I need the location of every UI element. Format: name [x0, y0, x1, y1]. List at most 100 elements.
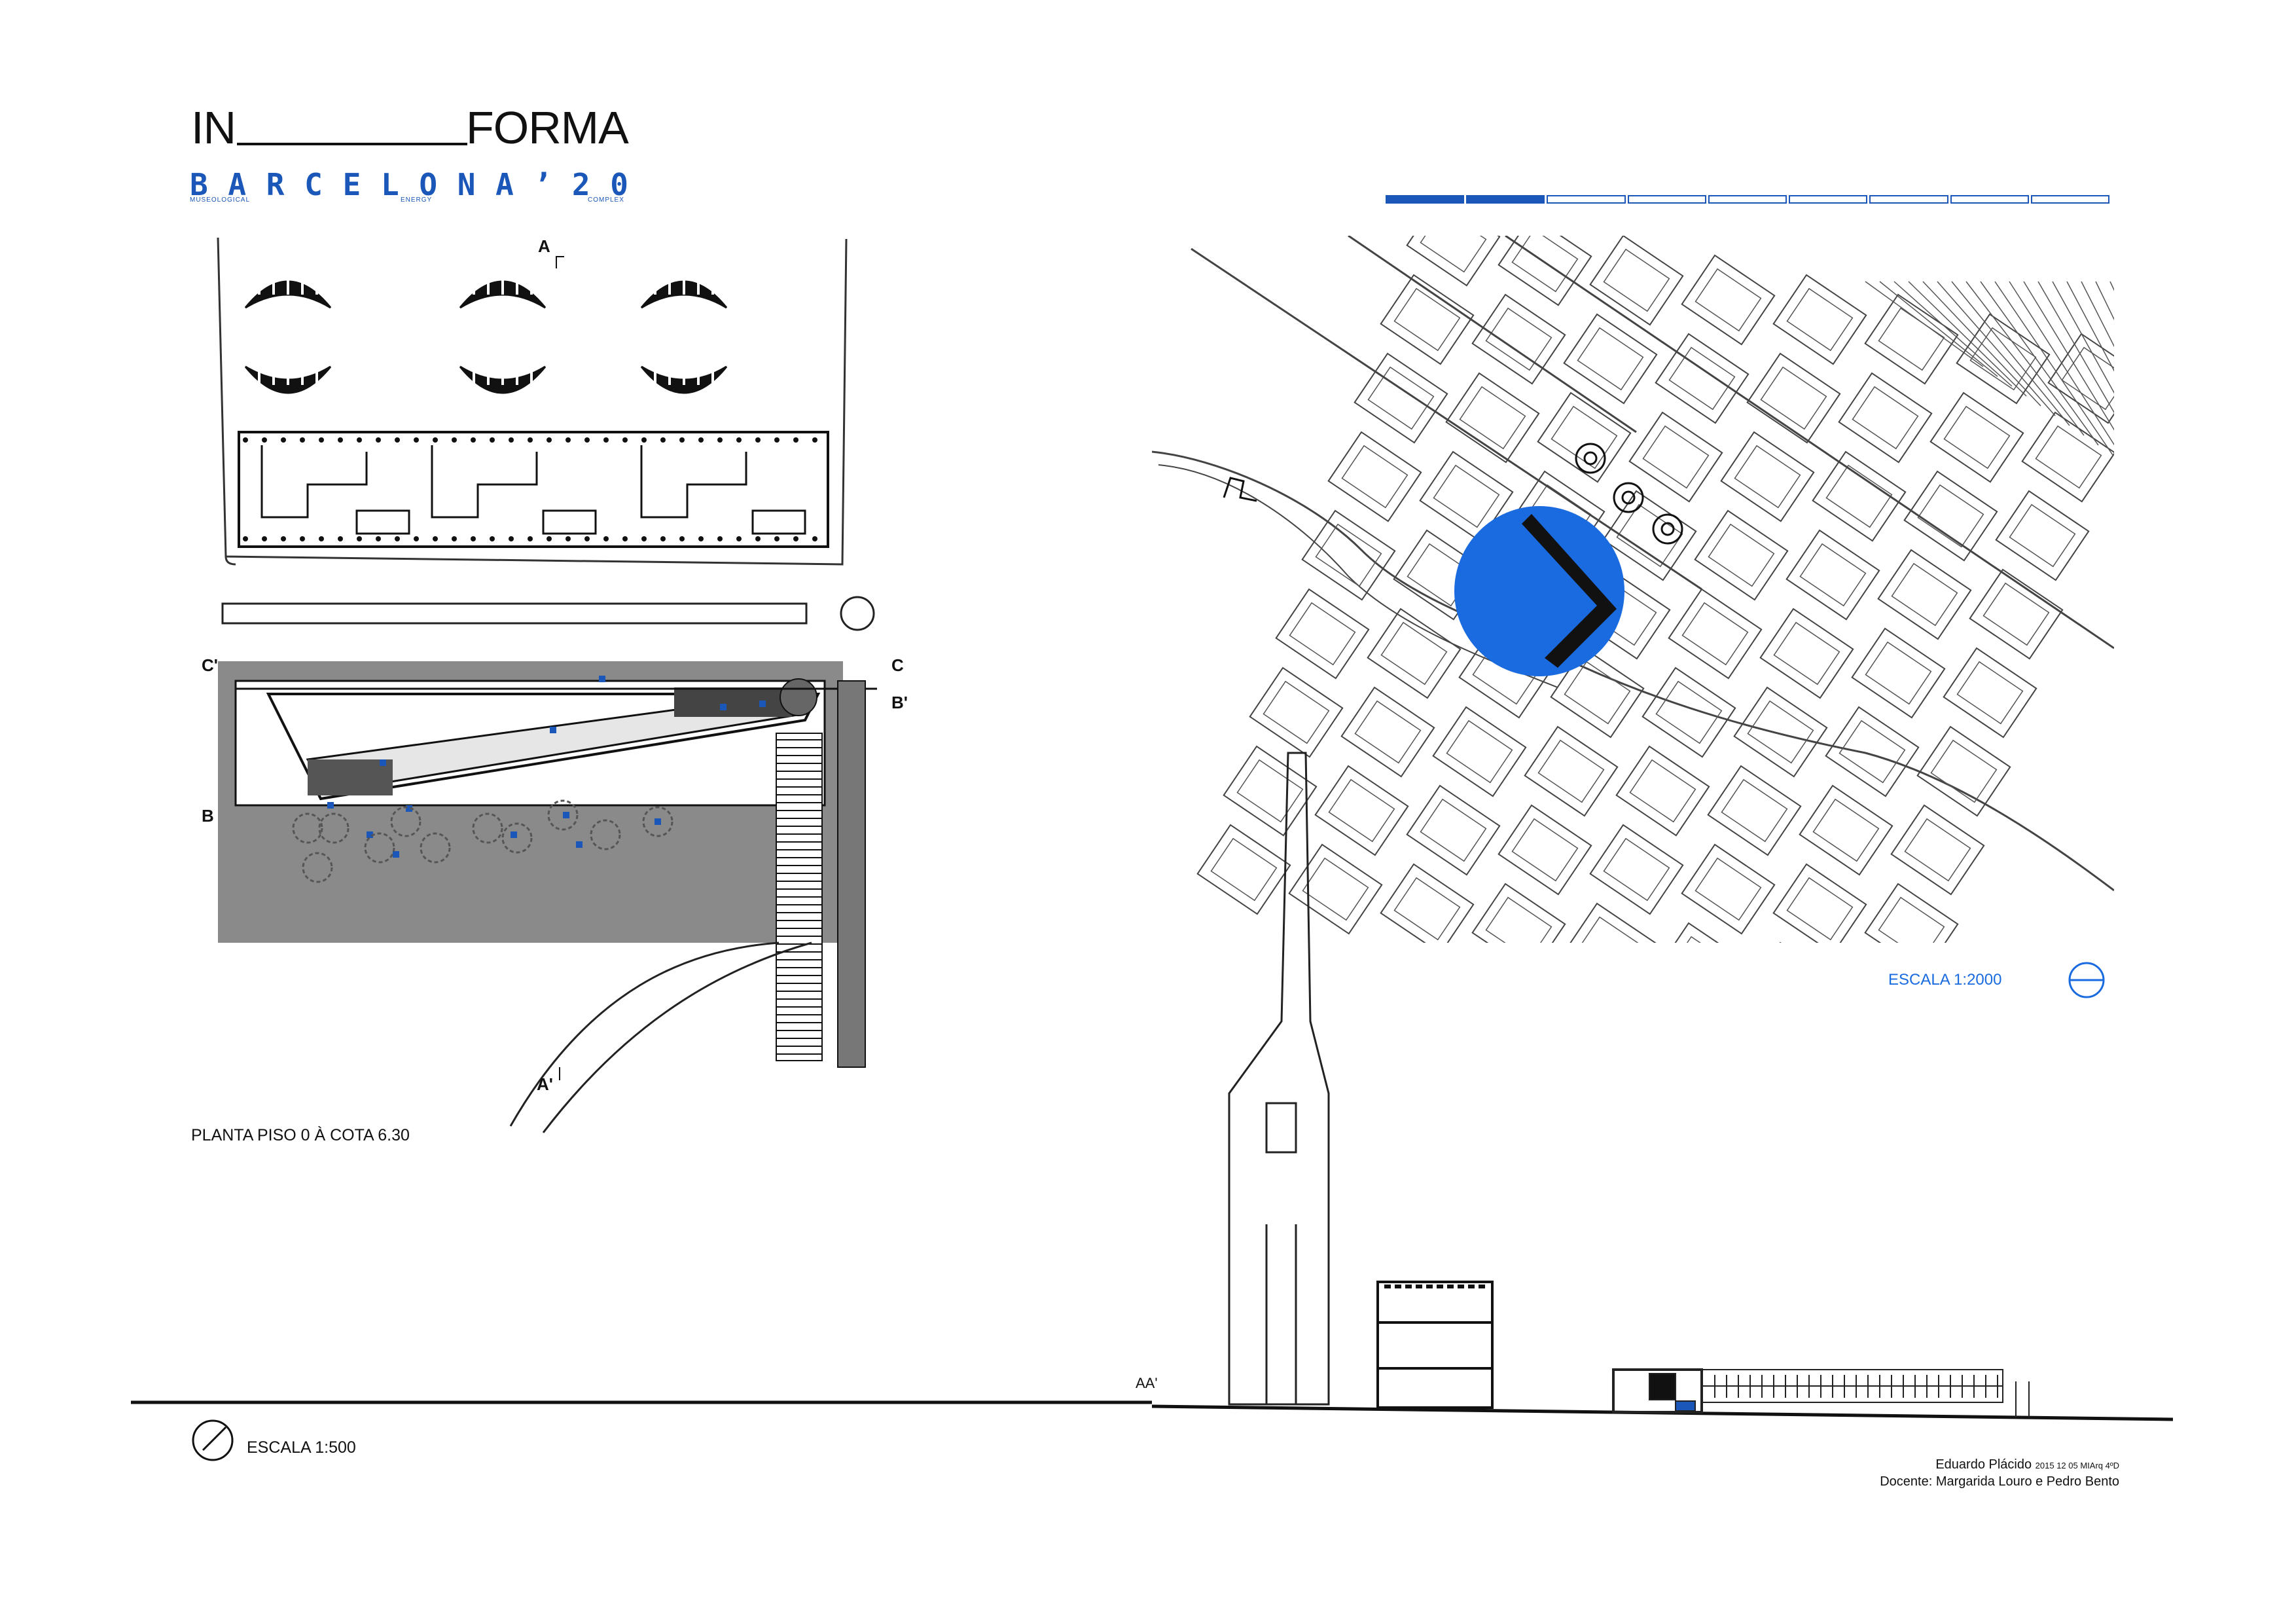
plan-colonnade — [238, 431, 829, 548]
pavilion-lens — [244, 279, 332, 309]
city-block — [1707, 765, 1802, 856]
site-building-footprint — [1522, 514, 1617, 668]
city-block — [1851, 627, 1946, 719]
roundabout — [1613, 482, 1644, 513]
city-block — [1668, 588, 1763, 680]
subtitle-letter: A — [495, 167, 514, 202]
subtitle-letter: O — [419, 167, 438, 202]
city-block — [1327, 431, 1422, 522]
tag-museological: MUSEOLOGICAL — [190, 196, 251, 204]
section-mark-b: B — [202, 806, 214, 826]
progress-segment — [1466, 195, 1545, 204]
title-left-word: IN — [191, 102, 236, 153]
plan-upper-site — [217, 237, 848, 566]
section-tower-building — [1376, 1281, 1494, 1409]
section-label: AA' — [1136, 1375, 1158, 1391]
city-block — [1628, 411, 1723, 503]
section-mark-c-prime: C' — [202, 655, 218, 675]
city-block — [1641, 666, 1736, 758]
city-block — [1354, 352, 1448, 444]
plan-walkway — [221, 602, 808, 625]
city-block — [1589, 236, 1684, 326]
city-block — [1785, 529, 1880, 621]
pavilion-lens — [459, 365, 547, 394]
subtitle-letter: N — [457, 167, 476, 202]
progress-segment — [1708, 195, 1787, 204]
city-block — [1772, 863, 1867, 943]
city-block — [1367, 608, 1462, 699]
pavilion-lens — [640, 365, 728, 394]
tag-complex: COMPLEX — [588, 196, 624, 204]
city-block — [1995, 490, 2090, 581]
plan-section-marks: A A' B B' C C' — [202, 236, 908, 1094]
city-block — [1340, 686, 1435, 778]
plan-ground-floor — [218, 661, 877, 1068]
city-block — [1498, 236, 1592, 306]
city-block — [1812, 450, 1907, 542]
progress-segment — [1547, 195, 1626, 204]
author-name: Eduardo Plácido — [1935, 1457, 2032, 1472]
city-block — [1471, 883, 1566, 943]
section-mark-a-prime: A' — [537, 1074, 553, 1094]
progress-segment — [1869, 195, 1948, 204]
subtitle-letter: R — [266, 167, 285, 202]
credit-tutors: Docente: Margarida Louro e Pedro Bento — [1880, 1474, 2119, 1489]
title-right-word: FORMA — [466, 102, 629, 153]
city-block — [1249, 666, 1344, 758]
city-block — [1563, 902, 1658, 943]
city-block — [1288, 843, 1383, 935]
city-block — [1380, 274, 1475, 365]
section-mark-b-prime: B' — [891, 693, 908, 712]
progress-segment — [1386, 195, 1465, 204]
city-block — [1471, 293, 1566, 385]
city-block — [1196, 824, 1291, 915]
city-block — [1759, 608, 1854, 699]
city-block — [1681, 843, 1776, 935]
roundabout — [1575, 443, 1606, 474]
city-block — [1772, 274, 1867, 365]
site-pier — [1223, 477, 1257, 502]
city-block — [1419, 450, 1514, 542]
city-block — [1694, 509, 1789, 601]
subtitle-letter: ’ — [533, 167, 552, 202]
subtitle-letter: C — [304, 167, 323, 202]
plan-scale: ESCALA 1:500 — [247, 1438, 356, 1457]
pavilion-lens — [459, 279, 547, 309]
plan-caption: PLANTA PISO 0 À COTA 6.30 — [191, 1126, 410, 1144]
progress-segment — [1627, 195, 1706, 204]
roundabout — [1652, 513, 1683, 545]
city-block — [1890, 804, 1985, 896]
credit-author: Eduardo Plácido 2015 12 05 MIArq 4ºD — [1935, 1457, 2119, 1472]
section-museum — [1612, 1368, 2030, 1417]
city-block — [1445, 372, 1540, 464]
subtitle-letter: B — [190, 167, 208, 202]
compass-icon — [192, 1419, 234, 1461]
plan-access-path — [509, 941, 812, 1133]
progress-segment — [2030, 195, 2109, 204]
city-block — [1733, 686, 1828, 778]
city-block — [1903, 470, 1998, 562]
city-block — [1275, 588, 1370, 680]
subtitle-letter: 2 — [571, 167, 590, 202]
section-mark-a: A — [538, 236, 550, 256]
city-block — [1655, 333, 1749, 424]
city-block — [1877, 549, 1972, 640]
city-block — [1406, 784, 1501, 876]
city-block — [1602, 490, 1697, 581]
city-block — [1956, 313, 2051, 405]
city-block — [1380, 863, 1475, 943]
city-block — [1929, 392, 2024, 483]
plan-round-element — [840, 596, 875, 631]
city-block — [1681, 254, 1776, 346]
city-block — [1969, 568, 2064, 660]
city-block — [1916, 725, 2011, 817]
city-block — [1314, 765, 1409, 856]
subtitle-letter: E — [342, 167, 361, 202]
subtitle-letter: 0 — [610, 167, 628, 202]
sheet-progress-bar — [1386, 195, 2109, 204]
city-block — [2047, 333, 2114, 424]
